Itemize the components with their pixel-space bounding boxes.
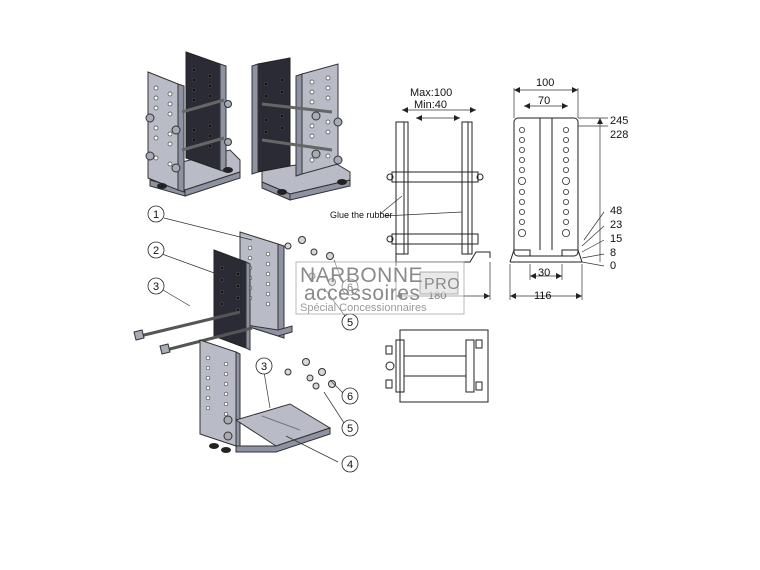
height-dim-228: 228 [610,129,628,141]
assembled-bracket-view-2 [251,57,351,201]
watermark-badge: PRO [424,276,460,293]
min-label: Min:40 [414,99,447,111]
callout-4: 4 [347,459,353,471]
height-dim-23: 23 [610,219,622,231]
callout-6b: 6 [347,391,353,403]
watermark-line3: Spécial Concessionnaires [300,302,427,314]
callout-5b: 5 [347,423,353,435]
front-width-top-dim: 100 [536,77,554,89]
callout-3a: 3 [153,281,159,293]
watermark-line1: NARBONNE [300,264,423,287]
height-dim-8: 8 [610,247,616,259]
callout-6a: 6 [347,282,353,294]
callout-3b: 3 [261,361,267,373]
top-view-drawing [385,329,489,403]
exploded-view [133,205,359,473]
height-dim-15: 15 [610,233,622,245]
height-dim-48: 48 [610,205,622,217]
front-width-inner-dim: 70 [538,95,550,107]
callout-2: 2 [153,245,159,257]
glue-note: Glue the rubber [330,210,393,220]
base-width-dim: 116 [534,290,552,302]
watermark-logo [295,261,465,315]
slot-width-dim: 30 [538,267,550,279]
height-dim-245: 245 [610,115,628,127]
watermark-line2: accessoires [304,282,420,305]
height-dim-0: 0 [610,260,616,272]
front-view-drawing [509,87,608,300]
callout-5a: 5 [347,317,353,329]
max-label: Max:100 [410,87,452,99]
side-view-drawing [379,107,491,300]
callout-1: 1 [153,209,159,221]
assembled-bracket-view-1 [145,51,241,197]
